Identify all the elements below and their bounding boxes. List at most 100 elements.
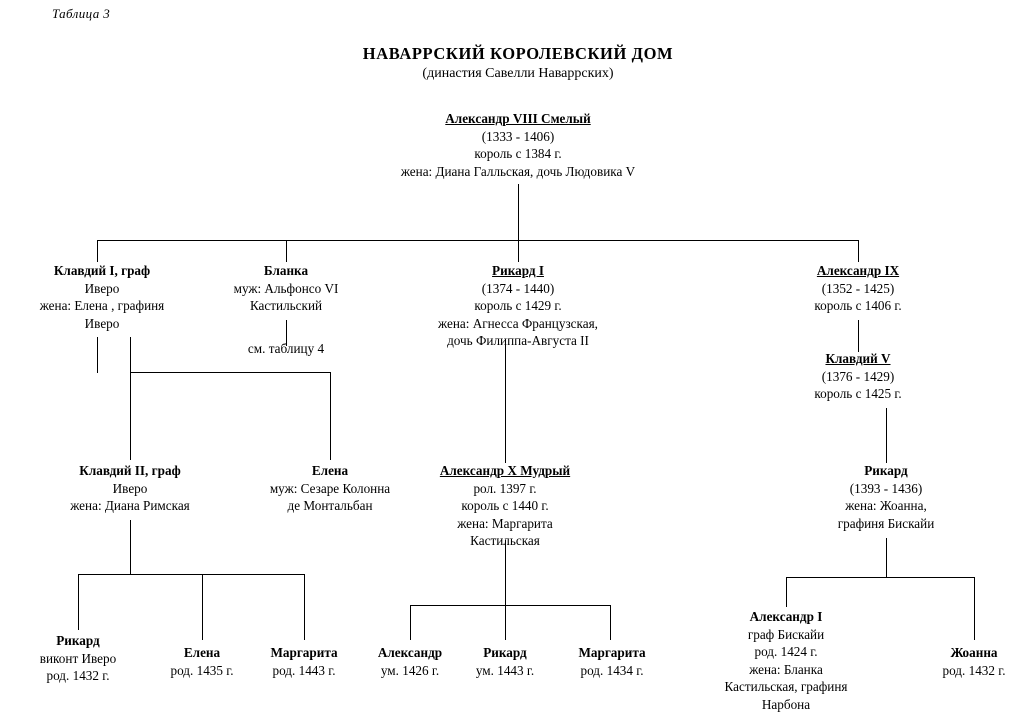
node-name: Елена [311, 463, 349, 478]
connector-klavdiy1-bus-left-riser [130, 337, 131, 373]
node-margarita-1434: Маргарита род. 1434 г. [556, 644, 668, 679]
node-spouse: жена: Елена , графиня [39, 298, 165, 313]
node-name: Клавдий II, граф [79, 463, 181, 478]
node-dates: (1333 - 1406) [481, 128, 555, 144]
connector-klavdiy1-stem [97, 337, 98, 373]
node-born: род. 1424 г. [754, 644, 818, 659]
connector-rikard-biskay-bus [786, 577, 974, 578]
node-spouse: жена: Диана Галльская, дочь Людовика V [400, 163, 636, 179]
node-reign: король с 1440 г. [461, 498, 549, 513]
connector-drop-aleksandr-i [786, 577, 787, 607]
connector-root-stem [518, 184, 519, 241]
connector-drop-klavdiy2 [130, 372, 131, 460]
node-name: Клавдий I, граф [53, 263, 151, 278]
node-aleksandr-i-biskay: Александр I граф Бискайи род. 1424 г. же… [700, 608, 872, 713]
node-born: род. 1432 г. [942, 662, 1006, 678]
node-dates: (1376 - 1429) [821, 368, 895, 384]
node-title: Иверо [84, 280, 120, 296]
node-name: Елена [183, 645, 221, 660]
node-margarita-1443: Маргарита род. 1443 г. [248, 644, 360, 679]
node-spouse-cont2: Нарбона [761, 696, 811, 712]
node-rikard-biskay: Рикард (1393 - 1436) жена: Жоанна, графи… [800, 462, 972, 532]
node-name: Маргарита [578, 645, 646, 660]
node-born: род. 1434 г. [580, 662, 644, 678]
node-rikard-1443: Рикард ум. 1443 г. [457, 644, 553, 679]
node-name: Александр VIII Смелый [445, 111, 591, 126]
node-name: Рикард [864, 463, 908, 478]
node-reign: король с 1406 г. [814, 298, 902, 313]
connector-aleksandr9-to-klavdiy5 [858, 320, 859, 352]
node-klavdiy-ii: Клавдий II, граф Иверо жена: Диана Римск… [40, 462, 220, 515]
connector-gen2-drop-rikard1 [518, 240, 519, 262]
node-name: Рикард [56, 633, 100, 648]
node-name: Рикард [483, 645, 527, 660]
table-label: Таблица 3 [52, 6, 111, 21]
node-died: ум. 1443 г. [475, 662, 535, 678]
connector-rikard-biskay-stem [886, 538, 887, 578]
node-spouse-cont: Кастильский [249, 298, 323, 313]
node-spouse-cont: дочь Филиппа-Августа II [447, 333, 589, 348]
node-spouse: жена: Маргарита [457, 515, 553, 531]
connector-gen2-drop-aleksandr9 [858, 240, 859, 262]
node-reign: король с 1429 г. [474, 298, 562, 313]
node-name: Александр IX [816, 263, 900, 278]
chart-title: НАВАРРСКИЙ КОРОЛЕВСКИЙ ДОМ [362, 44, 674, 63]
connector-klavdiy5-to-rikard [886, 408, 887, 463]
node-spouse: жена: Бланка [749, 661, 823, 677]
connector-drop-zhoanna [974, 577, 975, 640]
node-title: граф Бискайи [747, 626, 825, 642]
node-spouse: муж: Альфонсо VI [233, 280, 339, 296]
node-name: Александр I [749, 609, 823, 624]
connector-gen2-drop-blanka [286, 240, 287, 262]
connector-drop-margarita-1434 [610, 605, 611, 640]
node-aleksandr-ix: Александр IX (1352 - 1425) король с 1406… [770, 262, 946, 315]
node-dates: (1393 - 1436) [849, 480, 923, 496]
node-spouse-cont: Кастильская, графиня [724, 679, 848, 694]
node-name: Клавдий V [825, 351, 891, 366]
node-spouse-cont: Кастильская [410, 532, 600, 550]
node-spouse-cont: графиня Бискайи [837, 515, 935, 531]
connector-drop-elena-1435 [202, 574, 203, 640]
node-blanka-reference: см. таблицу 4 [201, 340, 371, 358]
node-name: Александр [377, 645, 443, 660]
connector-drop-rikard-1443 [505, 605, 506, 640]
node-name: Александр X Мудрый [439, 463, 571, 478]
node-blanka: Бланка муж: Альфонсо VI Кастильский [201, 262, 371, 315]
node-aleksandr-1426: Александр ум. 1426 г. [356, 644, 464, 679]
node-reign: король с 1384 г. [474, 146, 562, 161]
node-aleksandr-viii: Александр VIII Смелый (1333 - 1406) коро… [328, 110, 708, 180]
connector-drop-aleksandr-1426 [410, 605, 411, 640]
node-died: ум. 1426 г. [380, 662, 440, 678]
node-spouse: муж: Сезаре Колонна [269, 480, 391, 496]
node-born: род. 1432 г. [46, 668, 110, 683]
connector-klavdiy2-stem [130, 520, 131, 575]
node-spouse-cont: де Монтальбан [287, 498, 373, 513]
node-spouse: жена: Жоанна, [845, 498, 927, 513]
node-elena-1435: Елена род. 1435 г. [152, 644, 252, 679]
connector-aleksandr10-stem [505, 540, 506, 606]
node-name: Жоанна [950, 645, 998, 660]
node-title: Иверо [112, 480, 148, 496]
node-spouse: жена: Диана Римская [70, 498, 190, 513]
node-aleksandr-x: Александр X Мудрый рол. 1397 г. король с… [410, 462, 600, 550]
node-name: Рикард I [492, 263, 544, 278]
node-rikard-i: Рикард I (1374 - 1440) король с 1429 г. … [400, 262, 636, 350]
connector-gen2-drop-klavdiy1 [97, 240, 98, 262]
node-zhoanna-1432: Жоанна род. 1432 г. [918, 644, 1030, 679]
node-rikard-vikont-ivero: Рикард виконт Иверо род. 1432 г. [18, 632, 138, 685]
node-note: см. таблицу 4 [247, 341, 325, 356]
connector-gen2-bus [97, 240, 859, 241]
connector-klavdiy1-bus [130, 372, 330, 373]
node-dates: (1374 - 1440) [481, 280, 555, 296]
node-dates: (1352 - 1425) [821, 280, 895, 296]
node-born: рол. 1397 г. [473, 480, 537, 496]
connector-drop-margarita-1443 [304, 574, 305, 640]
node-spouse: жена: Агнесса Французская, [438, 315, 598, 331]
node-name: Бланка [263, 263, 309, 278]
node-klavdiy-v: Клавдий V (1376 - 1429) король с 1425 г. [780, 350, 936, 403]
node-spouse-cont: Иверо [84, 315, 120, 331]
node-elena: Елена муж: Сезаре Колонна де Монтальбан [250, 462, 410, 515]
node-name: Маргарита [270, 645, 338, 660]
node-klavdiy-i: Клавдий I, граф Иверо жена: Елена , граф… [12, 262, 192, 332]
